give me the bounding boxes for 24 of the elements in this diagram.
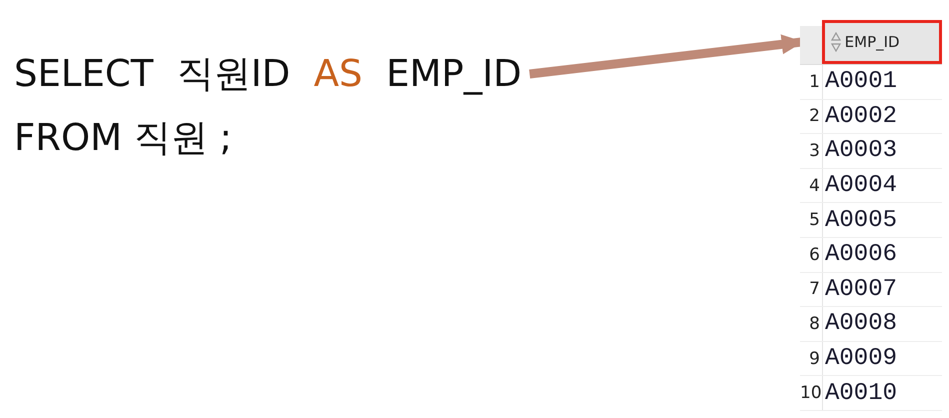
- row-number: 8: [808, 314, 821, 334]
- row-number: 10: [800, 383, 822, 404]
- table-cell: A0001: [825, 68, 898, 96]
- row-number: 4: [808, 176, 821, 196]
- column-header: [822, 20, 942, 64]
- table-cell: A0002: [825, 102, 898, 130]
- code-line: SELECT 직원ID AS EMP_ID: [14, 51, 522, 97]
- table-cell: A0008: [825, 310, 898, 338]
- row-number: 6: [808, 244, 821, 265]
- code-line: FROM 직원 ;: [14, 115, 234, 161]
- table-cell: A0010: [825, 380, 898, 407]
- table-cell: A0005: [825, 206, 898, 234]
- row-number: 2: [808, 106, 821, 126]
- table-cell: A0004: [825, 172, 898, 200]
- row-number: 1: [808, 72, 821, 92]
- column-title: EMP_ID: [844, 33, 900, 51]
- row-number: 7: [808, 279, 821, 300]
- row-number: 3: [808, 140, 821, 161]
- table-cell: A0003: [825, 137, 898, 164]
- row-number: 5: [808, 210, 821, 230]
- table-cell: A0006: [825, 241, 898, 268]
- table-cell: A0009: [825, 345, 898, 372]
- row-number: 9: [808, 348, 821, 369]
- table-cell: A0007: [825, 276, 898, 303]
